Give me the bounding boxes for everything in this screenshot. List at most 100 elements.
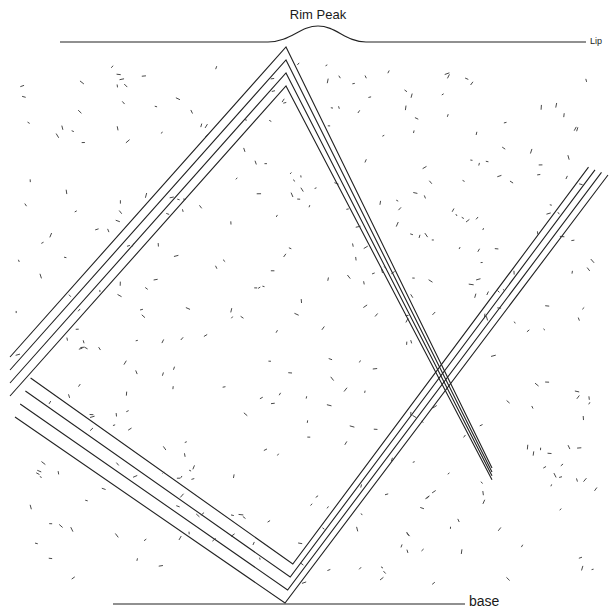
speckle-mark bbox=[66, 338, 68, 341]
speckle-mark bbox=[450, 527, 451, 529]
speckle-mark bbox=[126, 140, 130, 143]
speckle-mark bbox=[49, 401, 51, 404]
speckle-mark bbox=[360, 484, 362, 487]
speckle-mark bbox=[334, 183, 338, 185]
speckle-mark bbox=[163, 446, 166, 450]
speckle-mark bbox=[271, 270, 275, 271]
speckle-mark bbox=[257, 193, 261, 194]
speckle-mark bbox=[481, 482, 483, 484]
speckle-mark bbox=[364, 391, 365, 393]
speckle-mark bbox=[223, 260, 225, 262]
speckle-mark bbox=[59, 524, 62, 527]
speckle-mark bbox=[356, 226, 361, 227]
speckle-mark bbox=[405, 315, 408, 316]
speckle-mark bbox=[495, 248, 499, 249]
speckle-mark bbox=[108, 229, 109, 232]
speckle-mark bbox=[462, 217, 464, 218]
speckle-mark bbox=[433, 406, 437, 409]
speckle-mark bbox=[159, 565, 163, 567]
speckle-mark bbox=[530, 149, 531, 154]
speckle-mark bbox=[578, 318, 579, 321]
speckle-mark bbox=[95, 229, 98, 230]
speckle-mark bbox=[432, 582, 435, 584]
speckle-mark bbox=[339, 76, 341, 78]
speckle-mark bbox=[445, 73, 450, 75]
speckle-mark bbox=[461, 549, 463, 554]
speckle-mark bbox=[504, 122, 507, 124]
speckle-mark bbox=[216, 66, 217, 69]
speckle-mark bbox=[566, 176, 567, 179]
speckle-mark bbox=[119, 211, 122, 214]
speckle-mark bbox=[186, 308, 190, 310]
speckle-mark bbox=[78, 384, 80, 387]
speckle-mark bbox=[425, 496, 429, 499]
speckle-mark bbox=[583, 416, 584, 420]
speckle-mark bbox=[527, 330, 529, 332]
speckle-mark bbox=[260, 397, 263, 399]
speckle-mark bbox=[413, 130, 415, 133]
speckle-mark bbox=[199, 205, 201, 208]
speckle-mark bbox=[180, 494, 183, 498]
speckle-mark bbox=[271, 78, 275, 79]
speckle-mark bbox=[373, 368, 377, 369]
speckle-mark bbox=[469, 284, 474, 286]
speckle-mark bbox=[181, 337, 183, 340]
speckle-mark bbox=[297, 63, 299, 65]
speckle-mark bbox=[297, 199, 300, 200]
speckle-mark bbox=[537, 174, 540, 175]
speckle-mark bbox=[124, 84, 127, 87]
speckle-mark bbox=[193, 465, 195, 469]
speckle-mark bbox=[540, 448, 541, 450]
speckle-mark bbox=[272, 90, 275, 92]
speckle-mark bbox=[478, 249, 480, 252]
speckle-mark bbox=[41, 242, 43, 243]
chevron-line bbox=[10, 73, 492, 476]
speckle-mark bbox=[398, 207, 401, 210]
speckle-mark bbox=[205, 124, 207, 128]
speckle-mark bbox=[327, 405, 332, 406]
speckle-mark bbox=[83, 340, 85, 343]
speckle-mark bbox=[223, 386, 226, 388]
speckle-mark bbox=[432, 239, 434, 240]
speckle-mark bbox=[99, 290, 100, 292]
speckle-mark bbox=[396, 200, 398, 201]
speckle-mark bbox=[568, 155, 569, 159]
speckle-mark bbox=[476, 217, 478, 219]
speckle-mark bbox=[37, 470, 41, 472]
speckle-mark bbox=[231, 317, 232, 319]
speckle-mark bbox=[574, 127, 576, 131]
speckle-mark bbox=[478, 163, 480, 166]
speckle-mark bbox=[279, 393, 280, 395]
speckle-mark bbox=[374, 429, 378, 430]
speckle-mark bbox=[113, 424, 115, 426]
speckle-mark bbox=[384, 267, 386, 269]
speckle-mark bbox=[589, 402, 590, 404]
speckle-mark bbox=[331, 377, 334, 381]
speckle-mark bbox=[40, 274, 42, 279]
speckle-mark bbox=[120, 200, 121, 203]
speckle-mark bbox=[502, 147, 505, 149]
speckle-mark bbox=[571, 240, 574, 241]
speckle-mark bbox=[326, 64, 328, 66]
speckle-mark bbox=[191, 478, 194, 480]
speckle-mark bbox=[254, 287, 257, 288]
speckle-mark bbox=[464, 435, 466, 437]
speckle-mark bbox=[560, 509, 561, 511]
speckle-mark bbox=[407, 532, 409, 536]
speckle-mark bbox=[550, 204, 552, 205]
speckle-mark bbox=[189, 470, 191, 472]
speckle-mark bbox=[368, 96, 371, 98]
speckle-mark bbox=[162, 339, 164, 343]
speckle-mark bbox=[491, 355, 496, 356]
speckle-mark bbox=[69, 394, 70, 398]
speckle-mark bbox=[452, 208, 454, 211]
speckle-mark bbox=[410, 340, 412, 343]
speckle-mark bbox=[245, 118, 247, 121]
speckle-mark bbox=[514, 322, 515, 324]
speckle-mark bbox=[413, 461, 415, 463]
speckle-mark bbox=[90, 428, 93, 431]
speckle-mark bbox=[16, 311, 17, 313]
speckle-mark bbox=[244, 413, 247, 416]
speckle-mark bbox=[363, 305, 367, 308]
